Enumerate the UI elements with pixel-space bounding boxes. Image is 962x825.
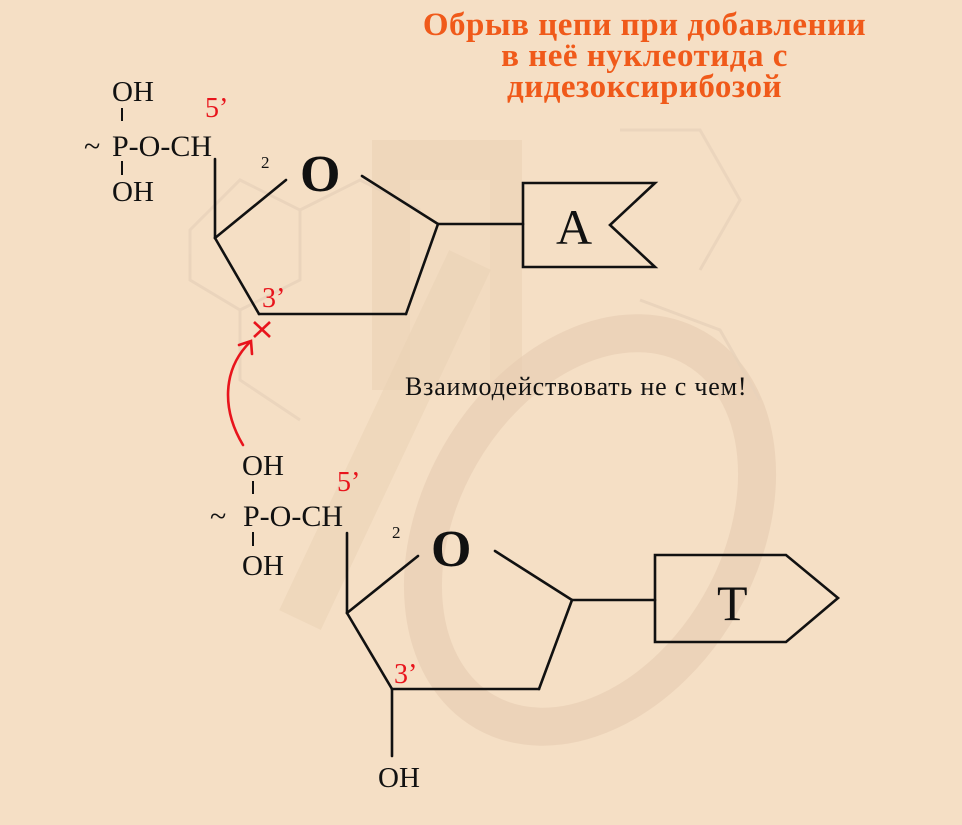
blocked-3prime-x-icon	[253, 321, 271, 338]
base-t-shape	[653, 553, 841, 644]
bottom-ring-oxygen: O	[431, 521, 471, 578]
bottom-phosphate-chain: P-O-CH	[243, 500, 343, 533]
bottom-sugar-ring	[345, 531, 657, 758]
bottom-phosphate-oh-top: OH	[242, 450, 284, 482]
top-3prime-label: 3’	[262, 283, 285, 314]
top-tilde: ~	[84, 130, 100, 163]
base-a-shape	[521, 181, 659, 269]
bottom-phosphate-oh-bottom: OH	[242, 550, 284, 582]
top-5prime-label: 5’	[205, 93, 228, 124]
top-nucleotide: OH ~ P-O-CH 2 OH 5’ O 3’ A	[84, 76, 659, 338]
bottom-3prime-hydroxyl: OH	[378, 762, 420, 794]
base-a-label: A	[556, 199, 592, 255]
bottom-3prime-label: 3’	[394, 659, 417, 690]
bottom-5prime-label: 5’	[337, 467, 360, 498]
top-ch2-subscript: 2	[261, 153, 270, 172]
title-line-3: дидезоксирибозой	[507, 69, 782, 105]
title-line-2: в неё нуклеотида с	[501, 38, 788, 74]
title-line-1: Обрыв цепи при добавлении	[422, 7, 867, 43]
top-ring-oxygen: O	[300, 146, 340, 203]
nothing-to-interact-note: Взаимодействовать не с чем!	[405, 372, 748, 401]
slide-title: Обрыв цепи при добавлении в неё нуклеоти…	[352, 7, 937, 105]
attack-arrow-icon	[226, 339, 254, 447]
base-t-label: T	[717, 575, 748, 631]
top-phosphate-oh-bottom: OH	[112, 176, 154, 208]
top-phosphate-chain: P-O-CH	[112, 130, 212, 163]
top-sugar-ring	[213, 157, 525, 316]
top-phosphate-oh-top: OH	[112, 76, 154, 108]
bottom-nucleotide: OH ~ P-O-CH 2 OH 5’ O 3’ OH T	[210, 450, 841, 794]
bottom-tilde: ~	[210, 500, 226, 533]
bottom-ch2-subscript: 2	[392, 523, 401, 542]
